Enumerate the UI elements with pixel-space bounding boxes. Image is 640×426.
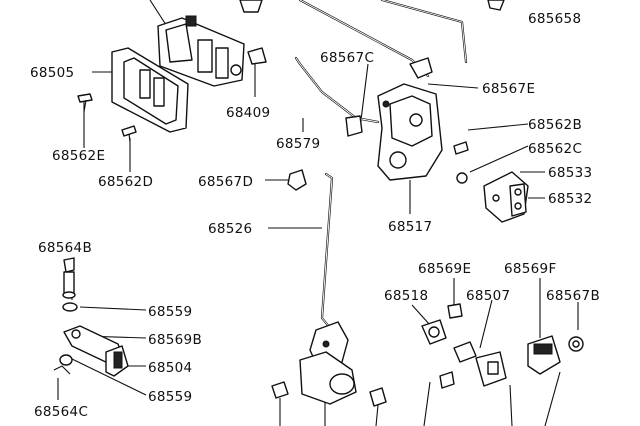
handle-bezel [111,47,189,133]
door-lock-actuator [299,321,357,405]
grommet-68567B [568,336,584,352]
label-68517: 68517 [388,219,432,235]
screw-68562C [456,172,468,184]
label-68533: 68533 [548,165,592,181]
washer-68559-a [62,302,78,312]
label-68559-b: 68559 [148,389,192,405]
label-68579: 68579 [276,136,320,152]
clip-68567D [287,169,307,191]
label-68562D: 68562D [98,174,153,190]
label-68564C: 68564C [34,404,88,420]
label-68507: 68507 [466,288,510,304]
label-68569E: 68569E [418,261,471,277]
striker-68533 [483,171,529,223]
switch-68569F [527,335,561,375]
label-68569B: 68569B [148,332,202,348]
screw-68562B [453,141,469,155]
label-68559-a: 68559 [148,304,192,320]
label-68567C: 68567C [320,50,374,66]
label-68504: 68504 [148,360,192,376]
label-68569F: 68569F [504,261,557,277]
screw-68564B [62,257,76,299]
screw-68562D [121,125,137,143]
bracket-68518 [421,319,447,345]
washer-68559-b [59,354,73,366]
door-latch-68517 [377,57,443,181]
clip-68567C [345,115,363,137]
bolt-bottom [271,381,387,407]
screw-lower [439,371,455,389]
label-68562E: 68562E [52,148,105,164]
label-685658: 685658 [528,11,581,27]
screw-68569E [447,303,463,319]
label-68409: 68409 [226,105,270,121]
label-68505: 68505 [30,65,74,81]
label-68564B: 68564B [38,240,92,256]
inside-handle-assembly [157,15,245,87]
label-68567B: 68567B [546,288,600,304]
clip-68409 [247,47,267,65]
label-68567D: 68567D [198,174,253,190]
label-68532: 68532 [548,191,592,207]
label-68562C: 68562C [528,141,582,157]
part-labels: 685658 68505 68409 68567C 68567E 68579 6… [30,11,600,420]
label-68562B: 68562B [528,117,582,133]
knob-68504 [105,345,129,377]
part-685658 [239,0,505,13]
screw-68562E [77,93,93,113]
label-68567E: 68567E [482,81,535,97]
link-68507 [453,341,507,387]
label-68526: 68526 [208,221,252,237]
leader-lines [57,0,579,426]
spring-68564C [53,365,71,375]
label-68518: 68518 [384,288,428,304]
